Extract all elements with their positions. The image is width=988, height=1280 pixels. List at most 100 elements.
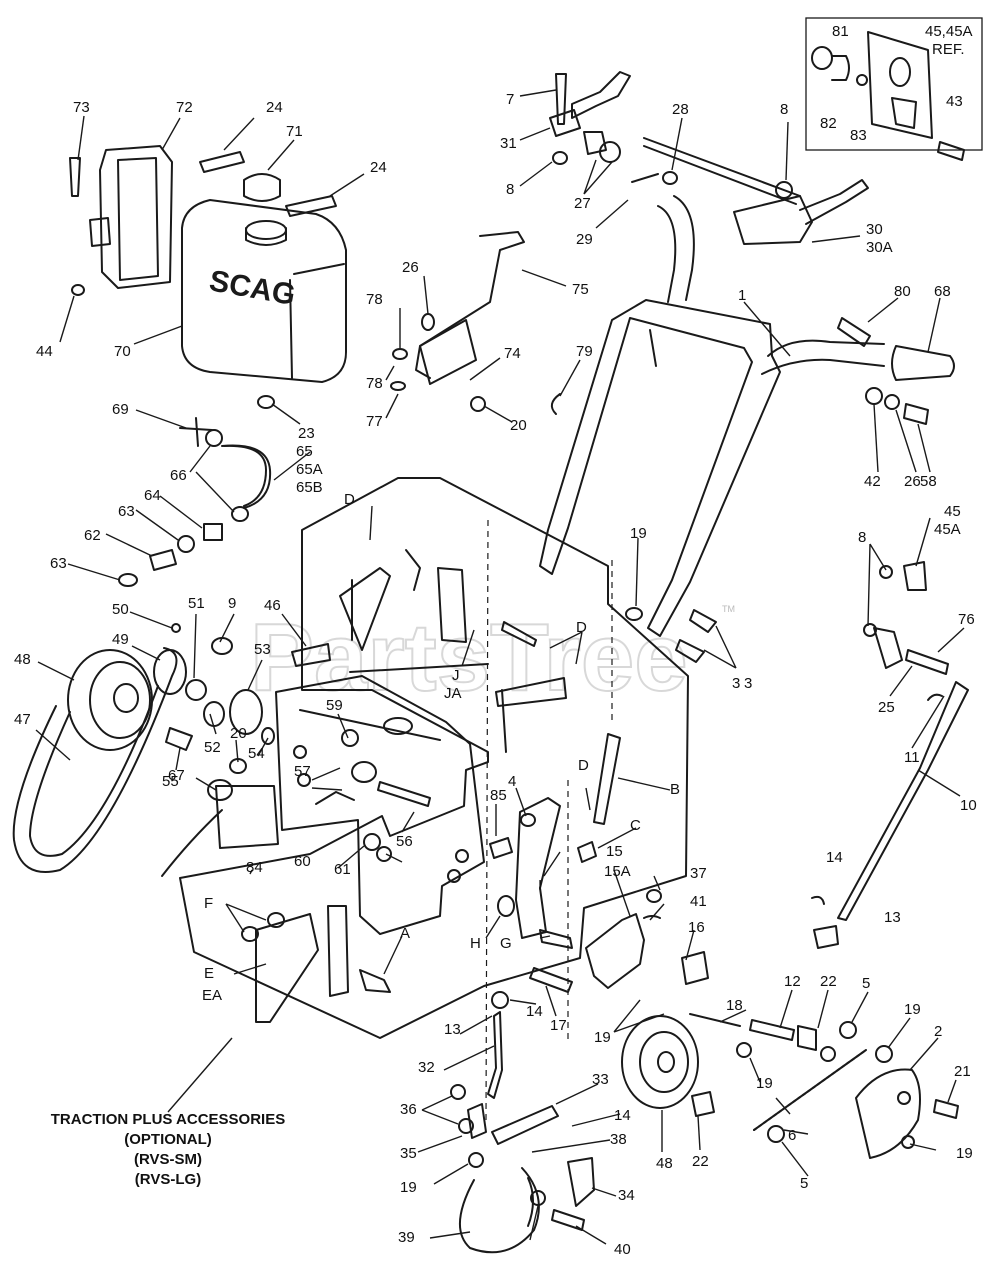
callout-14b: 14 [526,1003,543,1020]
callout-12: 12 [784,973,801,990]
caption-line-3: (RVS-SM) [134,1151,202,1168]
callout-15: 15 [606,843,623,860]
callout-30: 30 [866,221,883,238]
callout-39: 39 [398,1229,415,1246]
callout-66: 66 [170,467,187,484]
callout-17: 17 [550,1017,567,1034]
callout-65: 65 [296,443,313,460]
callout-28: 28 [672,101,689,118]
callout-51: 51 [188,595,205,612]
callout-14: 14 [826,849,843,866]
callout-4: 4 [508,773,516,790]
ref-label-83: 83 [850,127,867,144]
callout-24: 24 [266,99,283,116]
callout-25: 25 [878,699,895,716]
callout-7: 7 [506,91,514,108]
callout-65a: 65A [296,461,323,478]
callout-37: 37 [690,865,707,882]
callout-73: 73 [73,99,90,116]
callout-f: F [204,895,213,912]
callout-1: 1 [738,287,746,304]
callout-27: 27 [574,195,591,212]
leader-lines [35,89,965,1245]
callout-15a: 15A [604,863,631,880]
control-lever [549,71,869,245]
callout-d3: D [578,757,589,774]
callout-47: 47 [14,711,31,728]
callout-a: A [400,925,410,942]
callout-c: C [630,817,641,834]
callout-19d: 19 [756,1075,773,1092]
callout-76: 76 [958,611,975,628]
callout-61: 61 [334,861,351,878]
callout-46: 46 [264,597,281,614]
callout-32: 32 [418,1059,435,1076]
callout-22b: 22 [692,1153,709,1170]
callout-41: 41 [690,893,707,910]
callout-45: 45 [944,503,961,520]
callout-18: 18 [726,997,743,1014]
ref-label-43: 43 [946,93,963,110]
callout-30a: 30A [866,239,893,256]
callout-3b: 3 [744,675,752,692]
callout-22: 22 [820,973,837,990]
callout-36: 36 [400,1101,417,1118]
callout-84: 84 [246,859,263,876]
callout-50: 50 [112,601,129,618]
callout-8: 8 [506,181,514,198]
callout-54: 54 [248,745,265,762]
callout-63: 63 [118,503,135,520]
callout-48b: 48 [656,1155,673,1172]
ref-subtitle: REF. [932,41,965,58]
callout-63b: 63 [50,555,67,572]
callout-72: 72 [176,99,193,116]
callout-21: 21 [954,1063,971,1080]
tank-brand-logo: SCAG [207,264,298,312]
callout-3: 3 [732,675,740,692]
callout-78: 78 [366,291,383,308]
callout-labels: 73 72 24 71 24 44 70 7 31 8 27 28 29 8 3… [14,91,977,1258]
callout-31: 31 [500,135,517,152]
callout-64: 64 [144,487,161,504]
callout-b: B [670,781,680,798]
callout-29: 29 [576,231,593,248]
callout-10: 10 [960,797,977,814]
accessory-caption: TRACTION PLUS ACCESSORIES (OPTIONAL) (RV… [51,1111,285,1188]
callout-d2: D [576,619,587,636]
callout-g: G [500,935,512,952]
main-housing [179,477,689,1121]
callout-9: 9 [228,595,236,612]
callout-ja: JA [444,685,462,702]
callout-16: 16 [688,919,705,936]
callout-6: 6 [788,1127,796,1144]
callout-19f: 19 [400,1179,417,1196]
callout-19c: 19 [594,1029,611,1046]
lower-linkage [450,1011,595,1254]
callout-60: 60 [294,853,311,870]
callout-20b: 20 [230,725,247,742]
fuel-tank: SCAG [69,145,347,409]
callout-19: 19 [630,525,647,542]
callout-19e: 19 [956,1145,973,1162]
callout-19b: 19 [904,1001,921,1018]
reference-box: 81 45,45A REF. 82 83 43 [805,17,983,161]
callout-11: 11 [904,749,920,766]
callout-8c: 8 [858,529,866,546]
callout-20: 20 [510,417,527,434]
callout-53: 53 [254,641,271,658]
callout-33: 33 [592,1071,609,1088]
callout-2: 2 [934,1023,942,1040]
callout-42: 42 [864,473,881,490]
callout-h: H [470,935,481,952]
fuel-line [118,417,272,587]
shift-rod [811,561,969,949]
caption-line-1: TRACTION PLUS ACCESSORIES [51,1111,285,1128]
callout-62: 62 [84,527,101,544]
pivot-bracket [491,889,709,1009]
callout-23: 23 [298,425,315,442]
callout-48: 48 [14,651,31,668]
callout-67: 67 [168,767,185,784]
callout-13b: 13 [444,1021,461,1038]
callout-49: 49 [112,631,129,648]
callout-35: 35 [400,1145,417,1162]
